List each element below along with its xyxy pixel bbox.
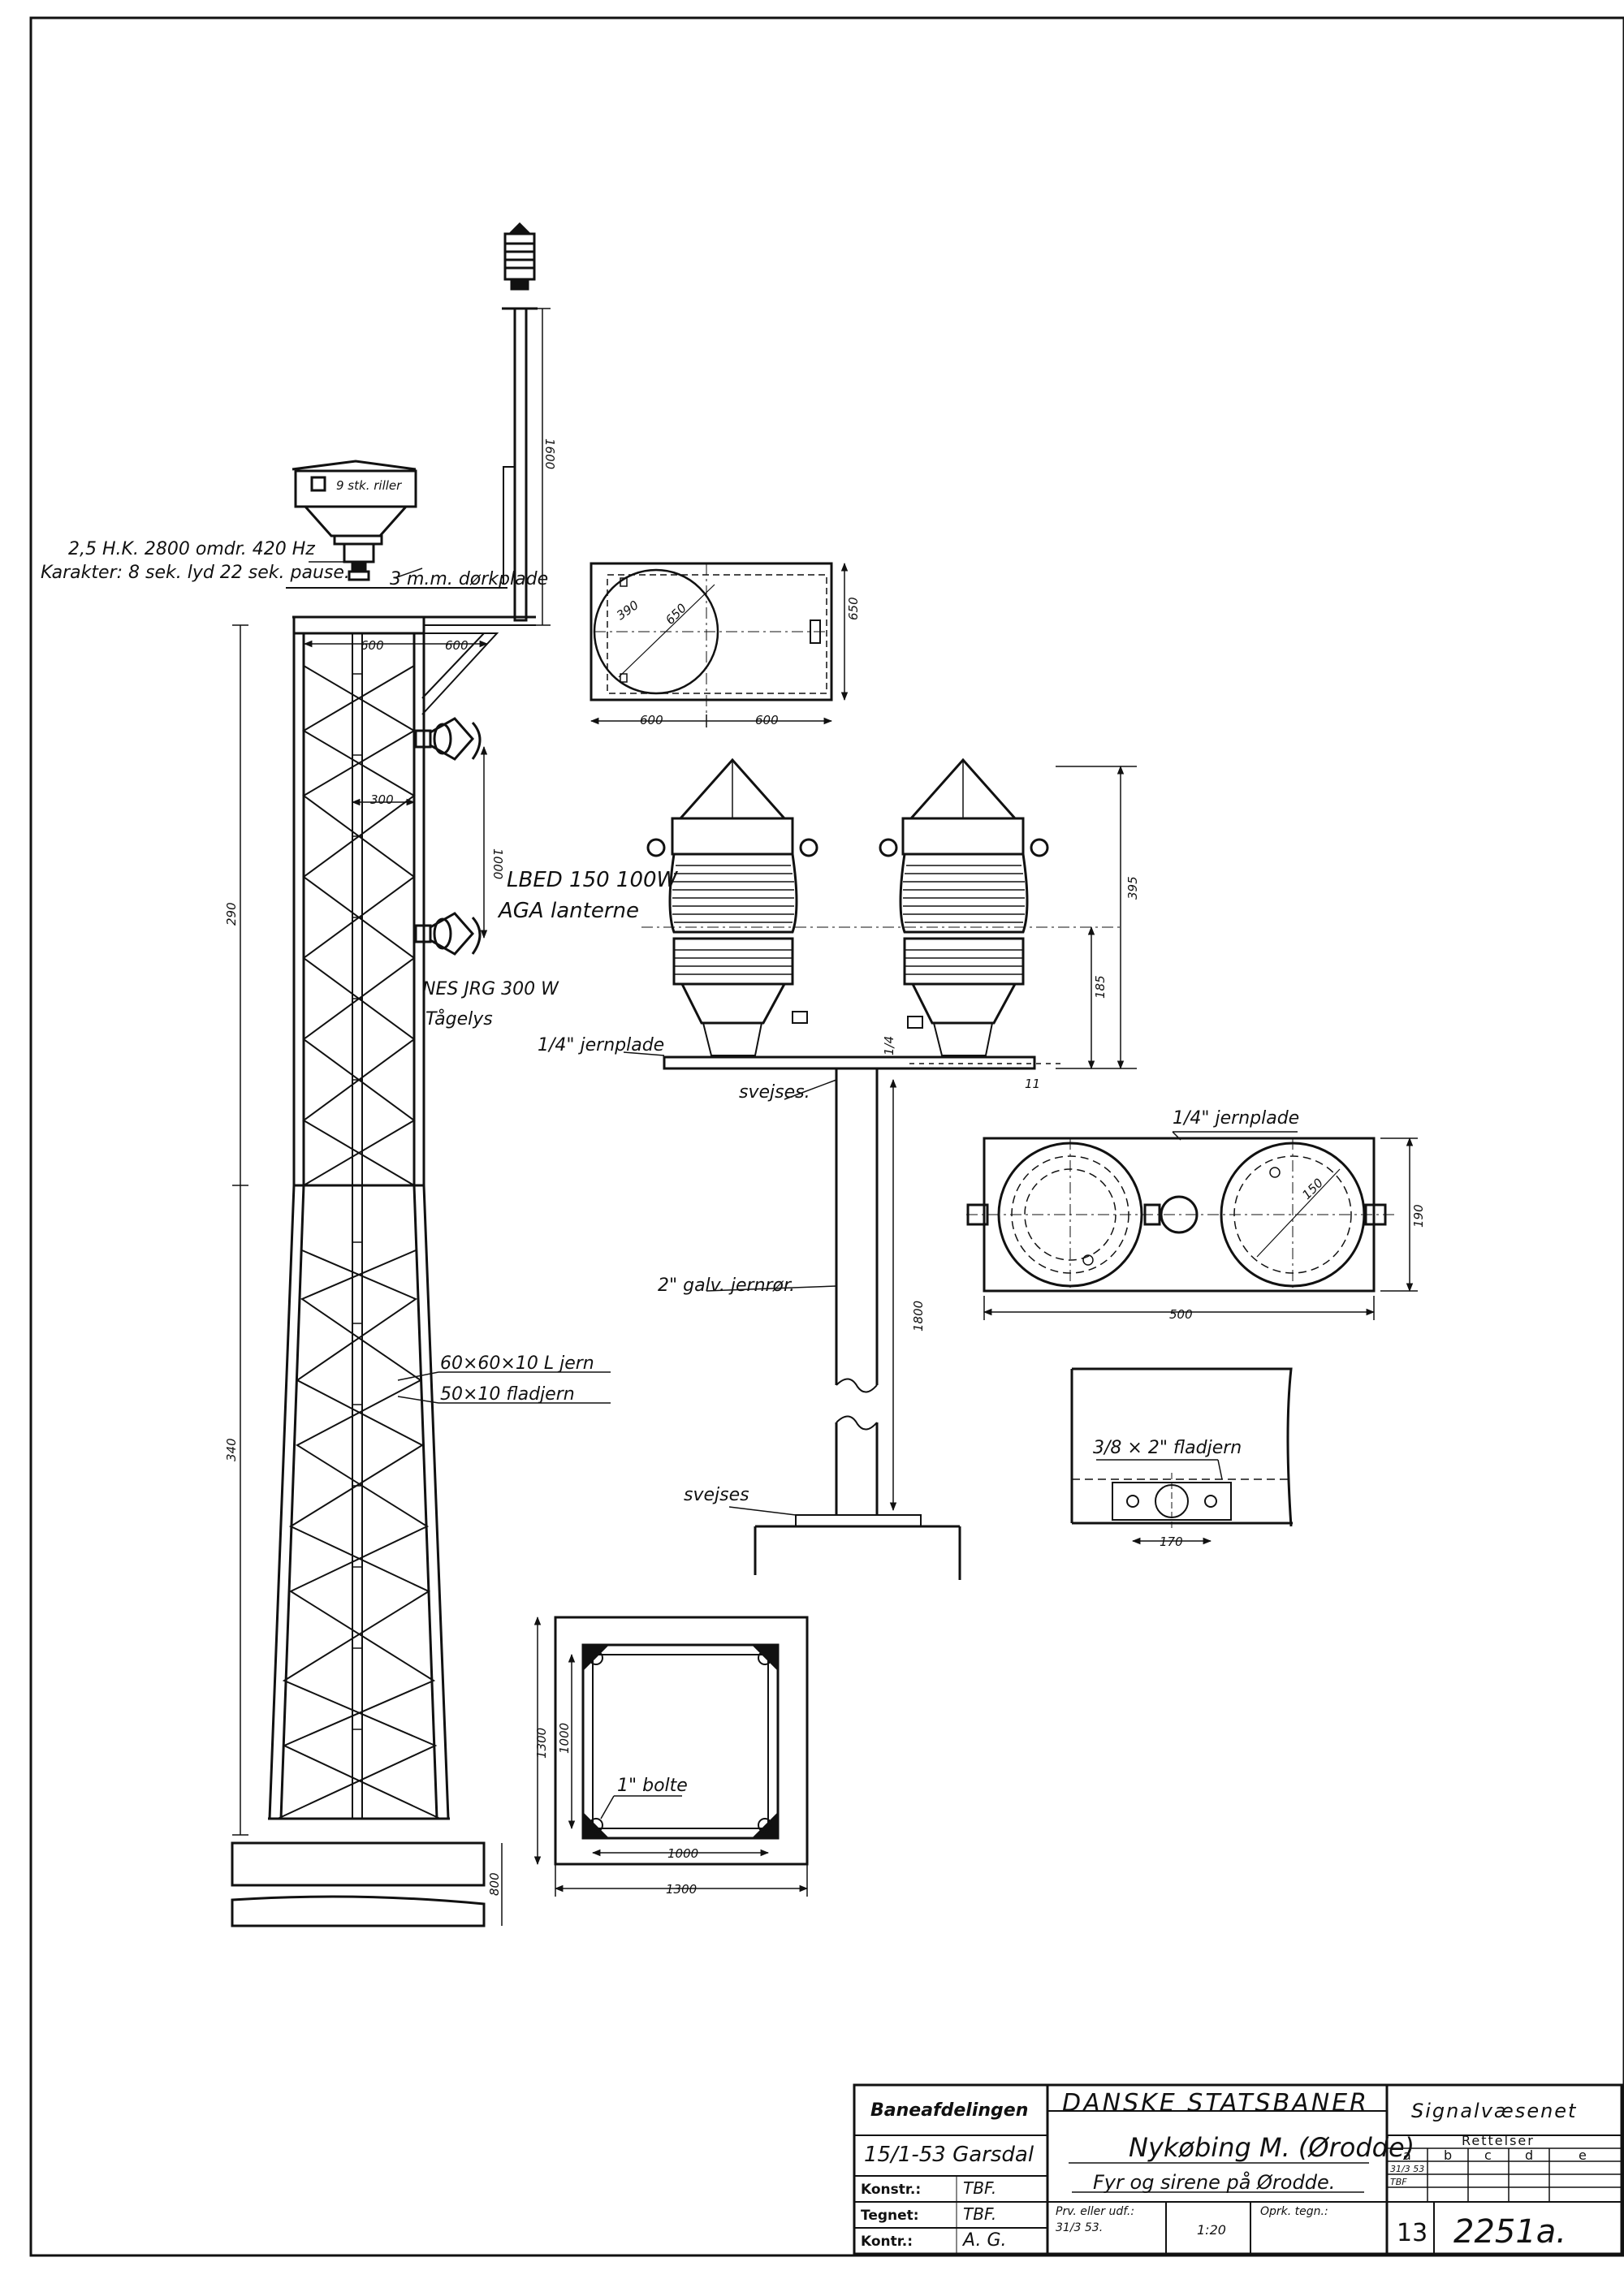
dim-1-4: 1/4 [882,1036,896,1055]
dim-11: 11 [1025,1077,1040,1091]
tb-corr-b: b [1444,2147,1452,2163]
tb-corrections-header: Rettelser [1462,2133,1535,2148]
dim-650-diag: 650 [663,601,689,628]
dim-340: 340 [224,1438,239,1461]
motor-spec-label: 2,5 H.K. 2800 omdr. 420 Hz [68,539,315,559]
dim-300: 300 [370,792,394,807]
tb-place: Nykøbing M. (Ørodde) [1129,2132,1415,2163]
tb-tegnet-value: TBF. [963,2204,996,2224]
dim-600-right: 600 [445,638,469,653]
angle-iron-label: 60×60×10 L jern [440,1353,594,1374]
tb-company: DANSKE STATSBANER [1062,2089,1369,2117]
dim-1800: 1800 [911,1301,926,1332]
tb-konstr-label: Konstr.: [861,2182,921,2198]
drawing-border [29,16,1624,2257]
lantern-dimensions [623,765,1137,1516]
lower-lamp-label-2: Tågelys [425,1008,493,1029]
dim-1000-h: 1000 [667,1846,698,1861]
lower-lamp-label-1: NES JRG 300 W [422,979,559,999]
title-block [853,2083,1623,2255]
dim-170: 170 [1160,1534,1183,1549]
siren-housing-icon [292,460,417,581]
upper-lamp-icon [414,717,482,761]
dim-1600-mast: 1600 [542,438,557,469]
lantern-pair-elevation [641,758,1121,1580]
tb-corr-a: a [1403,2147,1411,2163]
dim-600-a: 600 [640,713,663,727]
tb-corr-a-by: TBF [1390,2177,1407,2187]
tb-division: Signalvæsenet [1411,2100,1577,2122]
lantern-plan-dimensions [983,1131,1418,1320]
dim-600-left: 600 [361,638,384,653]
lantern-plate-label: 1/4" jernplade [538,1035,664,1055]
tb-drawing-no: 2251a. [1453,2213,1566,2251]
tb-date-sign: 15/1-53 Garsdal [864,2143,1034,2167]
dim-290: 290 [224,902,239,926]
platform-plan [590,562,833,714]
tb-approved-label: Prv. eller udf.: [1056,2205,1134,2218]
bolts-label: 1" bolte [617,1776,688,1796]
weld-top-label: svejses. [739,1082,810,1103]
dim-1000: 1000 [490,848,505,879]
tb-kontr-label: Kontr.: [861,2234,913,2250]
upper-lamp-label-2: AGA lanterne [497,899,639,923]
dim-1000-v: 1000 [557,1723,572,1754]
dim-185: 185 [1093,975,1108,999]
upper-lamp-label-1: LBED 150 100W [507,868,679,892]
dim-395: 395 [1125,876,1140,900]
dim-190: 190 [1411,1204,1426,1228]
tb-kontr-value: A. G. [961,2230,1007,2251]
tb-corr-c: c [1484,2147,1492,2163]
character-label: Karakter: 8 sek. lyd 22 sek. pause. [41,563,350,583]
tb-corr-e: e [1579,2147,1587,2163]
dim-500: 500 [1169,1307,1193,1322]
dim-150: 150 [1299,1176,1326,1202]
foundation-plan [554,1616,809,1866]
dim-650-side: 650 [846,597,861,620]
flat-iron-label: 3/8 × 2" fladjern [1093,1438,1242,1458]
weld-bottom-label: svejses [684,1485,749,1505]
mast-pole [513,307,528,622]
cap-label: 9 stk. riller [336,478,402,493]
dim-1300-v: 1300 [534,1728,549,1759]
tb-number: 13 [1397,2219,1427,2247]
lantern-pair-plan [966,1137,1397,1293]
pipe-label: 2" galv. jernrør. [658,1275,795,1296]
flat-iron-label: 50×10 fladjern [440,1384,575,1405]
dim-800: 800 [487,1872,502,1896]
tb-corr-a-date: 31/3 53 [1390,2164,1424,2174]
platform-plan-dimensions [590,562,849,727]
tb-approved-value: 31/3 53. [1056,2221,1103,2234]
dim-1300-h: 1300 [666,1882,697,1897]
lantern-left-icon [646,758,818,1056]
tb-department: Baneafdelingen [870,2100,1028,2121]
lower-lamp-icon [414,912,482,956]
flat-iron-detail [1070,1367,1293,1530]
flat-iron-dimensions [1096,1459,1223,1545]
foundation-dimensions [533,1616,809,1897]
tb-subject: Fyr og sirene på Ørodde. [1093,2170,1335,2194]
dim-600-b: 600 [755,713,779,727]
tb-orig-label: Oprk. tegn.: [1260,2205,1328,2218]
tb-scale: 1:20 [1197,2222,1226,2238]
lantern-right-icon [879,758,1049,1056]
tb-konstr-value: TBF. [963,2178,996,2198]
tb-tegnet-label: Tegnet: [861,2208,919,2224]
tower-elevation [231,222,538,1927]
lantern-plan-plate-label: 1/4" jernplade [1173,1108,1299,1129]
mast-lantern-icon [502,222,538,310]
tower-dimensions [232,308,611,1926]
dim-390: 390 [614,598,641,623]
floor-plate-label: 3 m.m. dørkplade [390,569,548,589]
tb-corr-d: d [1525,2147,1533,2163]
